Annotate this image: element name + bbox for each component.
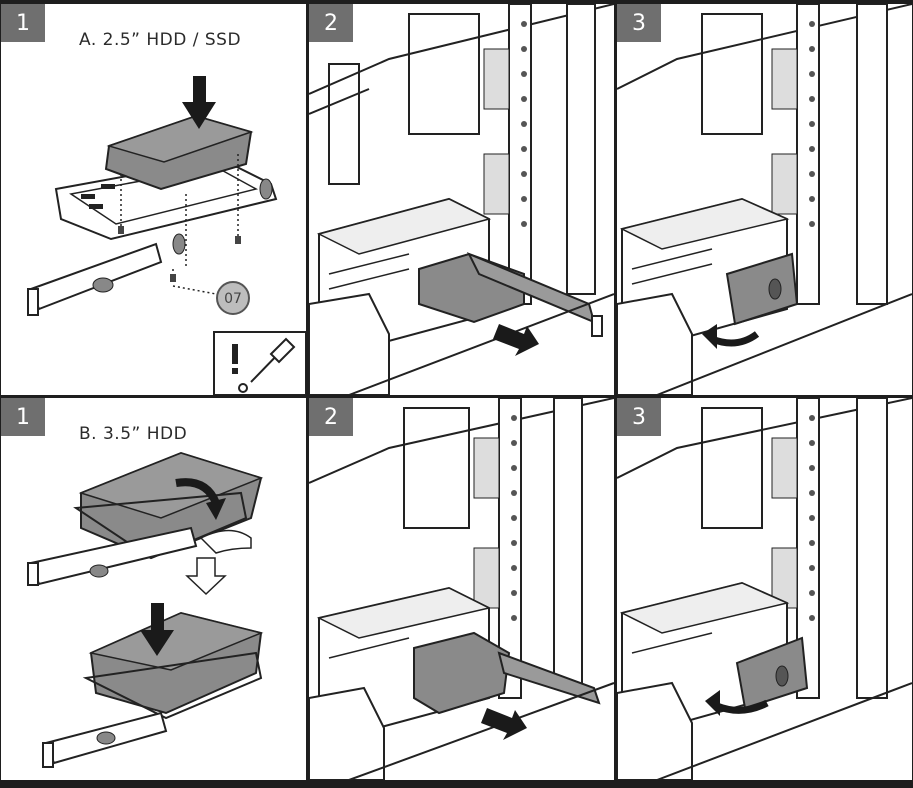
exclamation-screwdriver-icon <box>214 332 306 395</box>
insert-arrow-icon <box>481 708 527 740</box>
lock-arrow-icon <box>712 334 757 343</box>
step-number-badge: 2 <box>309 4 353 42</box>
case-lock-hdd-illustration <box>617 398 912 780</box>
step-number-badge: 2 <box>309 398 353 436</box>
step-grid: 1 A. 2.5” HDD / SSD <box>1 4 910 783</box>
panel-a-step-3: 3 <box>617 4 912 395</box>
panel-b-step-3: 3 <box>617 398 912 780</box>
case-lock-illustration <box>617 4 912 395</box>
panel-title: B. 3.5” HDD <box>79 424 187 444</box>
panel-a-step-2: 2 <box>309 4 614 395</box>
hdd-tray-illustration <box>1 398 306 780</box>
step-number-badge: 3 <box>617 4 661 42</box>
ssd-tray-illustration: 07 <box>1 4 306 395</box>
panel-title: A. 2.5” HDD / SSD <box>79 30 241 50</box>
hand-icon <box>201 531 251 554</box>
case-insert-hdd-illustration <box>309 398 614 780</box>
panel-a-step-1: 1 A. 2.5” HDD / SSD <box>1 4 306 395</box>
screw-callout-label: 07 <box>224 291 242 307</box>
case-insert-illustration <box>309 4 614 395</box>
hdd-tray <box>414 633 509 713</box>
next-arrow-icon <box>187 558 225 594</box>
step-number-badge: 1 <box>1 398 45 436</box>
step-number-badge: 3 <box>617 398 661 436</box>
panel-b-step-1: 1 B. 3.5” HDD <box>1 398 306 780</box>
insert-arrow-icon <box>493 324 539 356</box>
step-number-badge: 1 <box>1 4 45 42</box>
panel-b-step-2: 2 <box>309 398 614 780</box>
